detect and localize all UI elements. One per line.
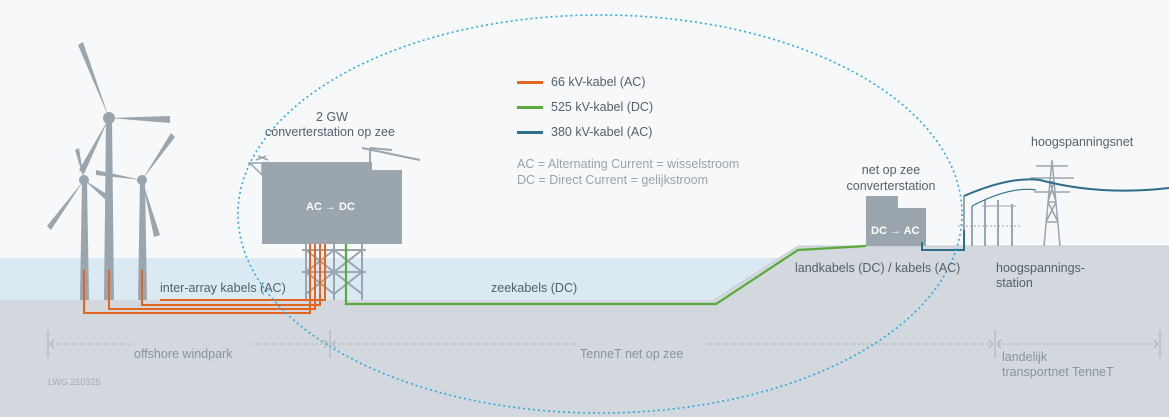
onshore-station-title-2: converterstation [846, 179, 936, 193]
wind-turbine [47, 148, 110, 300]
onshore-converter-box [866, 208, 926, 246]
legend-swatch [517, 80, 543, 84]
definition-ac: AC = Alternating Current = wisselstroom [517, 157, 740, 171]
zone-offshore-label: offshore windpark [134, 347, 233, 361]
document-code: LWG 210325 [48, 377, 101, 387]
legend-label: 380 kV-kabel (AC) [551, 125, 653, 139]
sky-area [0, 0, 1169, 258]
legend-item-525kv: 525 kV-kabel (DC) [517, 100, 653, 114]
onshore-station-title-1: net op zee [861, 163, 921, 177]
onshore-converter-top [866, 196, 898, 210]
zone-tennet-sea-label: TenneT net op zee [580, 347, 684, 361]
zone-national-label-1: landelijk [1002, 350, 1048, 364]
offshore-converter-text: AC → DC [306, 201, 355, 213]
legend-swatch [517, 105, 543, 109]
offshore-converter-box [262, 170, 402, 244]
definition-dc: DC = Direct Current = gelijkstroom [517, 173, 709, 187]
legend-item-66kv: 66 kV-kabel (AC) [517, 75, 645, 89]
legend-swatch [517, 130, 543, 134]
wind-turbine [78, 42, 170, 300]
pylon-icon [1030, 159, 1074, 247]
inter-array-label: inter-array kabels (AC) [160, 281, 286, 295]
land-mass [0, 246, 1169, 417]
offshore-station-title-2: converterstation op zee [265, 125, 395, 139]
land-cable-ac [921, 230, 965, 251]
zone-brackets [47, 330, 1161, 358]
hv-line [963, 178, 1169, 197]
sea-cable [344, 244, 867, 306]
land-cable-label: landkabels (DC) / kabels (AC) [795, 261, 961, 275]
wind-turbine [96, 133, 175, 300]
inter-array-cables [83, 244, 326, 314]
grid-label: hoogspanningsnet [1031, 135, 1134, 149]
legend-label: 525 kV-kabel (DC) [551, 100, 654, 114]
legend-label: 66 kV-kabel (AC) [551, 75, 646, 89]
substation-label-2: station [996, 276, 1033, 290]
crane-icon [361, 147, 421, 164]
coast-edge [713, 245, 1169, 301]
legend-item-380kv: 380 kV-kabel (AC) [517, 125, 652, 139]
hv-line [971, 188, 1037, 207]
sea-water [0, 258, 800, 300]
onshore-converter-text: DC → AC [871, 225, 920, 237]
tennet-sea-ellipse [237, 14, 963, 414]
zone-national-label-2: transportnet TenneT [1002, 365, 1114, 379]
sea-cable-label: zeekabels (DC) [491, 281, 578, 295]
helideck-icon [248, 155, 282, 177]
substation-label-1: hoogspannings- [996, 261, 1085, 275]
offshore-station-title-1: 2 GW [316, 110, 348, 124]
offshore-converter-roof [262, 162, 372, 172]
